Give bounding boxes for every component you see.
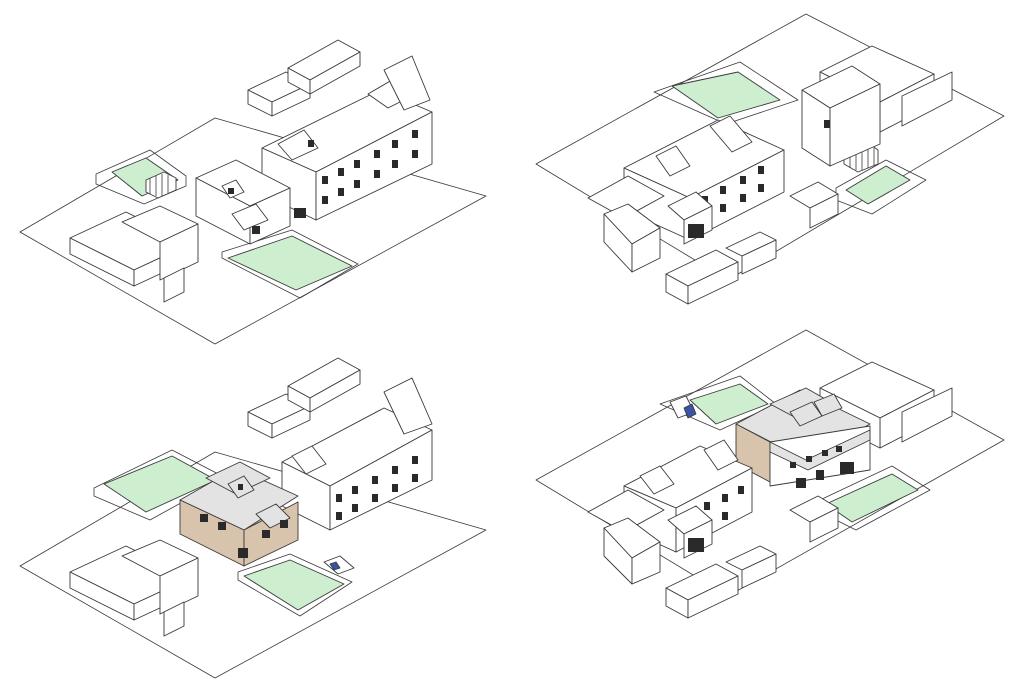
- bin-store: [323, 555, 355, 575]
- rear-lawn: [689, 383, 769, 425]
- rear-lawn: [671, 71, 781, 119]
- view-existing-rear: [535, 13, 1005, 305]
- subject-house-proposed-rear: [735, 387, 871, 488]
- subject-house-proposed: [179, 461, 299, 567]
- bin-store: [669, 395, 697, 419]
- side-garden-wall: [95, 149, 187, 205]
- view-proposed-front: [19, 357, 487, 679]
- front-lawn: [227, 235, 353, 291]
- subject-house-existing: [195, 159, 291, 245]
- terrace-houses-rear: [623, 115, 785, 241]
- rear-garage-blocks: [665, 495, 839, 619]
- proposed-windows: [200, 514, 288, 558]
- conservatory: [145, 171, 177, 199]
- rear-garden-wall: [653, 61, 799, 125]
- front-garden-wall: [237, 553, 353, 617]
- neighbour-garage: [69, 539, 199, 637]
- terrace-houses: [261, 55, 433, 221]
- view-proposed-rear: [535, 329, 1005, 619]
- rear-garage-blocks: [665, 181, 839, 305]
- side-lawn: [845, 165, 911, 205]
- terrace-houses: [281, 377, 433, 531]
- outbuilding-b: [287, 357, 361, 413]
- neighbour-house-rear: [801, 65, 881, 167]
- outbuilding-b: [287, 39, 361, 95]
- neighbour-garage: [69, 205, 199, 303]
- view-existing-front: [19, 39, 487, 345]
- proposed-rear-windows: [790, 446, 854, 488]
- subject-house-rear: [587, 175, 713, 273]
- front-garden-wall: [221, 229, 359, 299]
- subject-house-side: [587, 489, 713, 585]
- front-lawn: [243, 559, 345, 611]
- terrace-windows: [294, 130, 418, 218]
- terrace-windows: [336, 456, 418, 520]
- side-lawn: [825, 473, 919, 523]
